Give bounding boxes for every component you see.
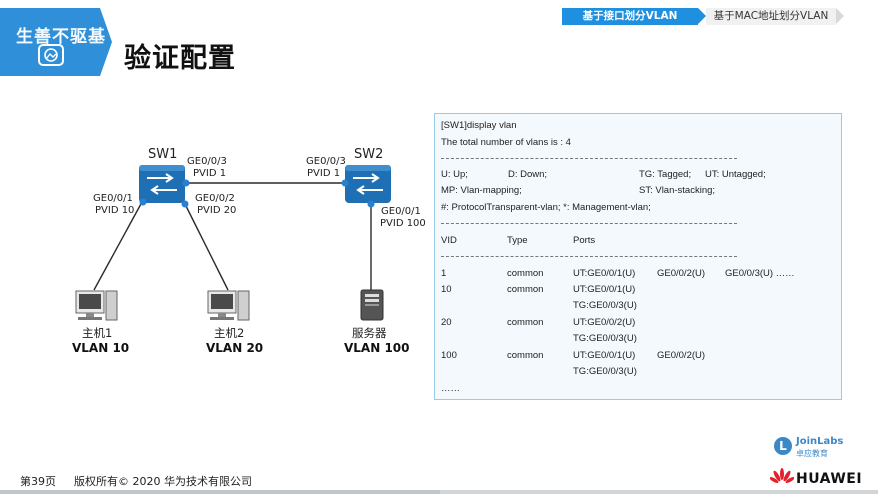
console-ellipsis: ……: [441, 383, 460, 394]
sw1-g2-pvid: PVID 20: [197, 205, 237, 216]
row-type: common: [507, 350, 544, 361]
sw1-label: SW1: [148, 147, 178, 162]
legend-tagged: TG: Tagged;: [639, 169, 692, 180]
port-dot-sw1-g2: [181, 200, 189, 208]
host2-label: 主机2: [214, 326, 245, 340]
row-vid: 100: [441, 350, 457, 361]
host1-label: 主机1: [82, 326, 113, 340]
sw2-label: SW2: [354, 147, 384, 162]
tab-mac-vlan[interactable]: 基于MAC地址划分VLAN: [706, 8, 836, 25]
sw1-g3-pvid: PVID 1: [193, 168, 227, 179]
col-type: Type: [507, 235, 528, 246]
row-vid: 20: [441, 317, 452, 328]
tab-interface-vlan[interactable]: 基于接口划分VLAN: [562, 8, 698, 25]
row-port-tagged: TG:GE0/0/3(U): [573, 366, 637, 377]
sw1-g1-port: GE0/0/1: [93, 193, 133, 204]
huawei-logo-icon: [770, 468, 794, 483]
host1-vlan: VLAN 10: [72, 341, 130, 355]
server-vlan: VLAN 100: [344, 341, 410, 355]
row-port: UT:GE0/0/2(U): [573, 317, 636, 328]
joinlabs-logo-icon: L: [774, 437, 792, 455]
joinlabs-name: JoinLabs: [796, 436, 844, 447]
legend-stacking: ST: Vlan-stacking;: [639, 185, 716, 196]
port-dot-sw1-g1: [139, 198, 147, 206]
col-ports: Ports: [573, 235, 596, 246]
bottom-bar-progress: [0, 490, 440, 494]
sw1-g3-port: GE0/0/3: [187, 156, 227, 167]
switch-sw1-icon: [139, 165, 185, 203]
sw2-g3-pvid: PVID 1: [307, 168, 341, 179]
joinlabs-cn: 卓应教育: [796, 449, 828, 458]
page-number: 第39页: [20, 475, 56, 488]
legend-untagged: UT: Untagged;: [705, 169, 766, 180]
image-icon: [38, 44, 64, 66]
host2-vlan: VLAN 20: [206, 341, 264, 355]
pc-icon-host2: [207, 290, 250, 321]
port-dot-sw2-g3: [341, 179, 349, 187]
copyright-text: 版权所有© 2020 华为技术有限公司: [74, 475, 252, 488]
row-vid: 10: [441, 284, 452, 295]
row-type: common: [507, 284, 544, 295]
section-banner-tip: [100, 8, 112, 76]
console-total-vlans: The total number of vlans is : 4: [441, 137, 571, 148]
pc-icon-host1: [75, 290, 118, 321]
server-icon: [360, 289, 384, 321]
row-port: UT:GE0/0/1(U): [573, 284, 636, 295]
banner-text: 生善不驱基: [16, 27, 106, 47]
row-port-tagged: TG:GE0/0/3(U): [573, 300, 637, 311]
legend-down: D: Down;: [508, 169, 548, 180]
sw1-g1-pvid: PVID 10: [95, 205, 135, 216]
row-type: common: [507, 317, 544, 328]
sw2-g3-port: GE0/0/3: [306, 156, 346, 167]
row-type: common: [507, 268, 544, 279]
tab-mac-vlan-tip: [836, 8, 844, 24]
network-topology: [75, 165, 391, 321]
port-dot-sw1-g3: [182, 179, 190, 187]
sw1-g2-port: GE0/0/2: [195, 193, 235, 204]
row-port: GE0/0/3(U) ……: [725, 268, 795, 279]
sw2-g1-pvid: PVID 100: [380, 218, 426, 229]
legend-mapping: MP: Vlan-mapping;: [441, 185, 522, 196]
sw2-g1-port: GE0/0/1: [381, 206, 421, 217]
port-dot-sw2-g1: [367, 200, 375, 208]
row-vid: 1: [441, 268, 447, 279]
col-vid: VID: [441, 235, 457, 246]
legend-protocol: #: ProtocolTransparent-vlan; *: Manageme…: [441, 202, 651, 213]
row-port: UT:GE0/0/1(U): [573, 268, 636, 279]
console-divider: [441, 223, 737, 224]
console-divider: [441, 158, 737, 159]
huawei-wordmark: HUAWEI: [796, 471, 863, 487]
row-port: UT:GE0/0/1(U): [573, 350, 636, 361]
row-port: GE0/0/2(U): [657, 350, 706, 361]
server-label: 服务器: [352, 326, 387, 340]
row-port-tagged: TG:GE0/0/3(U): [573, 333, 637, 344]
console-command: [SW1]display vlan: [441, 120, 517, 131]
console-divider: [441, 256, 737, 257]
switch-sw2-icon: [345, 165, 391, 203]
link-sw1-host2: [184, 203, 229, 291]
link-sw1-host1: [93, 201, 143, 291]
row-port: GE0/0/2(U): [657, 268, 706, 279]
tab-interface-vlan-tip: [698, 8, 706, 24]
legend-up: U: Up;: [441, 169, 468, 180]
page-title: 验证配置: [124, 43, 236, 74]
